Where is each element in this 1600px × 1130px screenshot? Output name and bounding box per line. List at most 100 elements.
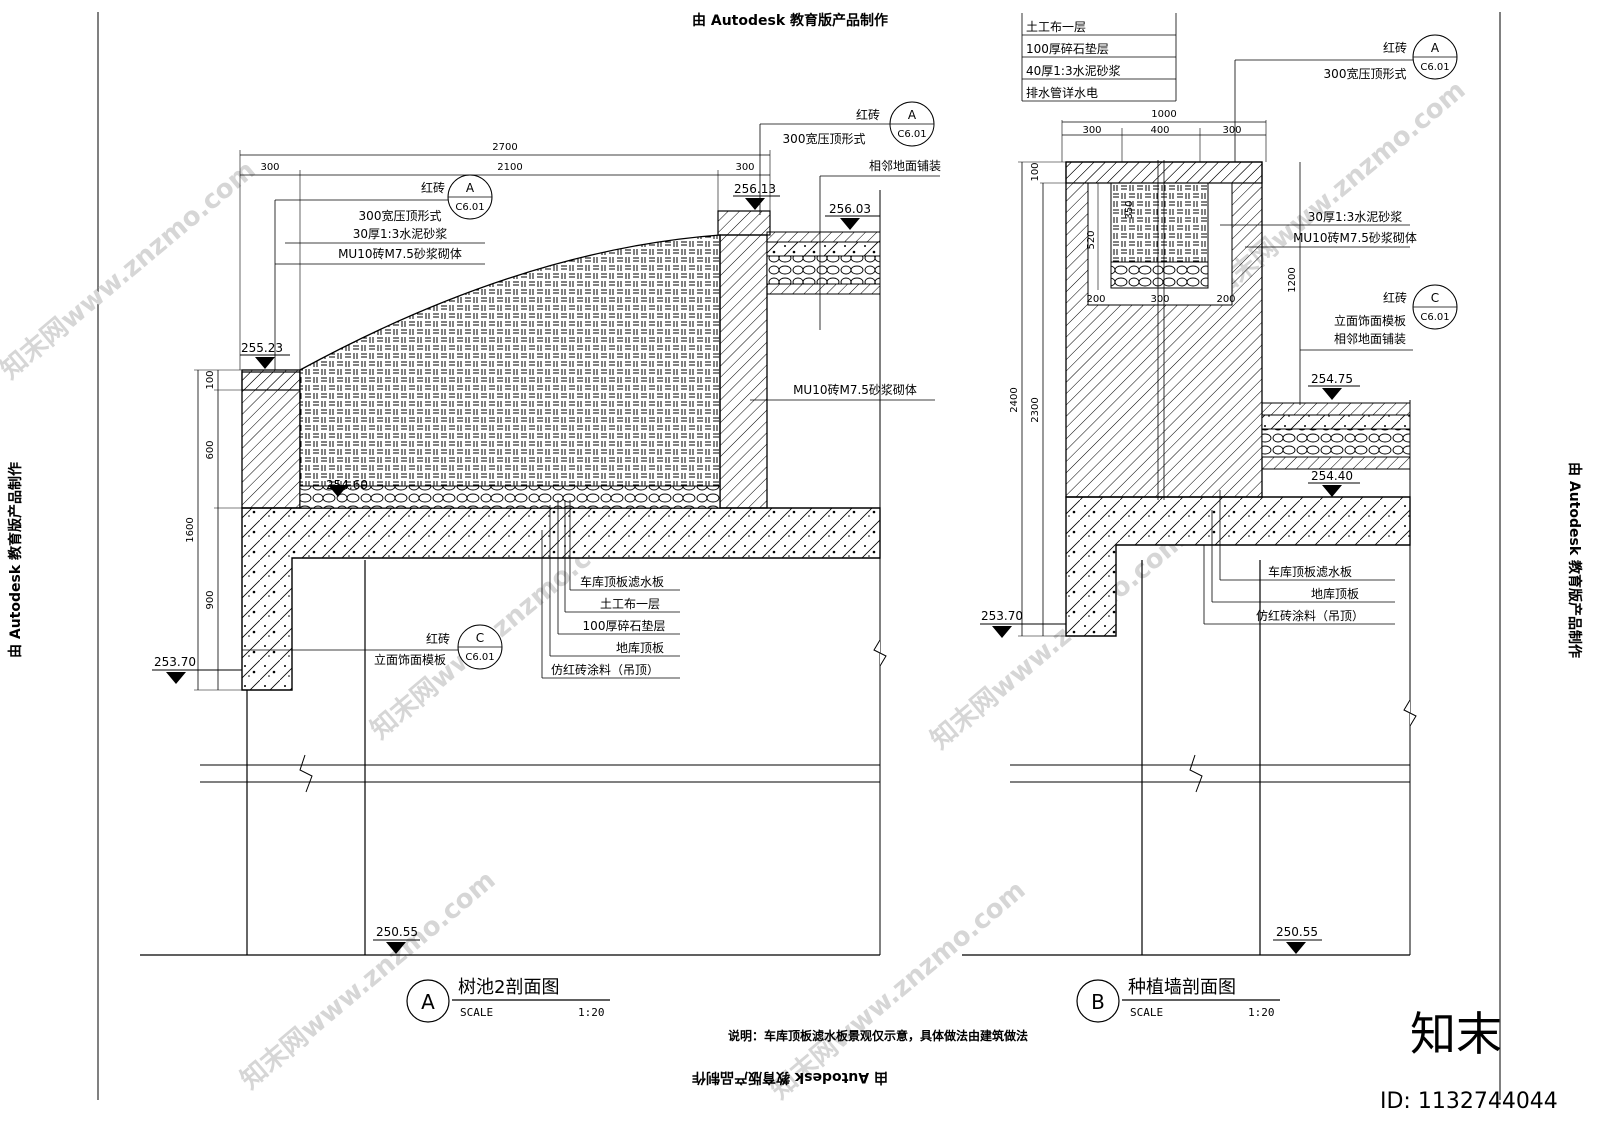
svg-text:350: 350 xyxy=(1124,200,1135,219)
svg-text:253.70: 253.70 xyxy=(981,609,1023,623)
svg-text:40厚1:3水泥砂浆: 40厚1:3水泥砂浆 xyxy=(1026,63,1121,78)
svg-text:100厚碎石垫层: 100厚碎石垫层 xyxy=(1026,41,1109,56)
svg-text:排水管详水电: 排水管详水电 xyxy=(1026,85,1098,100)
svg-text:30厚1:3水泥砂浆: 30厚1:3水泥砂浆 xyxy=(353,226,448,241)
svg-text:红砖: 红砖 xyxy=(426,631,450,646)
edu-stamp-right: 由 Autodesk 教育版产品制作 xyxy=(1566,462,1583,658)
svg-text:C: C xyxy=(1431,291,1439,305)
svg-text:300宽压顶形式: 300宽压顶形式 xyxy=(359,208,442,223)
svg-text:C6.01: C6.01 xyxy=(1420,312,1449,323)
svg-text:红砖: 红砖 xyxy=(1383,40,1407,55)
svg-text:300宽压顶形式: 300宽压顶形式 xyxy=(783,131,866,146)
svg-text:2300: 2300 xyxy=(1030,397,1041,422)
dim-h100: 100 xyxy=(205,370,216,389)
svg-text:地库顶板: 地库顶板 xyxy=(616,640,664,655)
left-wall xyxy=(241,369,301,509)
elevation-marker: 254.60 xyxy=(326,478,368,497)
edu-stamp-bottom: 由 Autodesk 教育版产品制作 xyxy=(692,1069,888,1086)
svg-text:300: 300 xyxy=(1150,294,1169,305)
brand-watermark: 知末 xyxy=(1410,1007,1502,1061)
svg-text:250.55: 250.55 xyxy=(1276,925,1318,939)
edu-stamp-top: 由 Autodesk 教育版产品制作 xyxy=(692,12,888,29)
dim-h600: 600 xyxy=(205,440,216,459)
coping xyxy=(717,210,771,236)
svg-text:土工布一层: 土工布一层 xyxy=(1026,20,1086,34)
svg-text:300: 300 xyxy=(1222,125,1241,136)
elevation-marker: 250.55 xyxy=(1273,925,1322,954)
watermark-text: 知末网www.znzmo.com xyxy=(925,525,1191,755)
callout-facade: C C6.01 红砖 立面饰面模板 相邻地面铺装 xyxy=(1300,284,1458,351)
elevation-marker: 253.70 xyxy=(980,609,1066,638)
svg-text:200: 200 xyxy=(1086,294,1105,305)
svg-text:1200: 1200 xyxy=(1287,267,1298,292)
svg-text:254.40: 254.40 xyxy=(1311,469,1353,483)
svg-text:400: 400 xyxy=(1150,125,1169,136)
svg-text:2400: 2400 xyxy=(1009,387,1020,412)
svg-text:SCALE: SCALE xyxy=(1130,1006,1163,1019)
svg-text:253.70: 253.70 xyxy=(154,655,196,669)
edu-stamp-left: 由 Autodesk 教育版产品制作 xyxy=(7,462,24,658)
svg-text:C6.01: C6.01 xyxy=(465,652,494,663)
svg-text:520: 520 xyxy=(1086,230,1097,249)
section-symbol: A xyxy=(421,990,435,1014)
label-mortar30: 30厚1:3水泥砂浆 xyxy=(1308,209,1403,224)
title-block-a: A 树池2剖面图 SCALE 1:20 xyxy=(406,977,610,1023)
title-block-b: B 种植墙剖面图 SCALE 1:20 xyxy=(1076,977,1280,1023)
svg-text:256.03: 256.03 xyxy=(829,202,871,216)
svg-text:300: 300 xyxy=(1082,125,1101,136)
svg-text:C: C xyxy=(476,631,484,645)
elevation-marker: 254.40 xyxy=(1308,469,1360,497)
section-b: 1000 300 400 300 200 300 200 520 350 100… xyxy=(962,13,1458,1023)
svg-text:1:20: 1:20 xyxy=(578,1006,605,1019)
section-a: 2700 300 2100 300 100 600 900 1600 255.2… xyxy=(140,101,941,1023)
dim-right: 300 xyxy=(735,162,754,173)
label-masonry: MU10砖M7.5砂浆砌体 xyxy=(1293,230,1417,245)
svg-text:红砖: 红砖 xyxy=(1383,290,1407,305)
svg-text:立面饰面模板: 立面饰面模板 xyxy=(374,652,446,667)
svg-text:250.55: 250.55 xyxy=(376,925,418,939)
svg-text:C6.01: C6.01 xyxy=(897,129,926,140)
section-title: 种植墙剖面图 xyxy=(1128,977,1236,998)
svg-text:立面饰面模板: 立面饰面模板 xyxy=(1334,313,1406,328)
layer-labels-top: 土工布一层 100厚碎石垫层 40厚1:3水泥砂浆 排水管详水电 xyxy=(1021,13,1177,102)
svg-text:仿红砖涂料（吊顶）: 仿红砖涂料（吊顶） xyxy=(551,662,659,677)
drawing-note: 说明：车库顶板滤水板景观仅示意，具体做法由建筑做法 xyxy=(728,1028,1028,1043)
callout-facade: C C6.01 红砖 立面饰面模板 xyxy=(242,624,503,670)
svg-text:仿红砖涂料（吊顶）: 仿红砖涂料（吊顶） xyxy=(1256,608,1364,623)
svg-text:100厚碎石垫层: 100厚碎石垫层 xyxy=(583,618,666,633)
dim-mid: 2100 xyxy=(497,162,522,173)
watermark-text: 知末网www.znzmo.com xyxy=(0,155,261,385)
section-title: 树池2剖面图 xyxy=(458,977,559,998)
svg-text:车库顶板滤水板: 车库顶板滤水板 xyxy=(1268,564,1352,579)
svg-text:300宽压顶形式: 300宽压顶形式 xyxy=(1324,66,1407,81)
dim-h900: 900 xyxy=(205,590,216,609)
callout-cap: A C6.01 红砖 300宽压顶形式 xyxy=(1234,34,1458,162)
svg-text:256.13: 256.13 xyxy=(734,182,776,196)
svg-text:MU10砖M7.5砂浆砌体: MU10砖M7.5砂浆砌体 xyxy=(338,246,462,261)
svg-text:200: 200 xyxy=(1216,294,1235,305)
dim-h1600: 1600 xyxy=(185,517,196,542)
svg-text:车库顶板滤水板: 车库顶板滤水板 xyxy=(580,574,664,589)
svg-text:254.75: 254.75 xyxy=(1311,372,1353,386)
svg-text:相邻地面铺装: 相邻地面铺装 xyxy=(1334,332,1406,346)
svg-text:C6.01: C6.01 xyxy=(455,202,484,213)
label-masonry-right: MU10砖M7.5砂浆砌体 xyxy=(793,382,917,397)
svg-text:红砖: 红砖 xyxy=(421,180,445,195)
svg-text:SCALE: SCALE xyxy=(460,1006,493,1019)
svg-text:地库顶板: 地库顶板 xyxy=(1311,586,1359,601)
dim-total: 1000 xyxy=(1151,109,1176,120)
elevation-marker: 256.03 xyxy=(825,202,880,230)
right-wall xyxy=(719,234,768,509)
svg-text:1:20: 1:20 xyxy=(1248,1006,1275,1019)
svg-text:A: A xyxy=(466,181,475,195)
svg-text:C6.01: C6.01 xyxy=(1420,62,1449,73)
svg-text:A: A xyxy=(908,108,917,122)
planting-soil xyxy=(299,234,721,509)
svg-text:100: 100 xyxy=(1030,162,1041,181)
callout-cap-left: A C6.01 红砖 300宽压顶形式 30厚1:3水泥砂浆 MU10砖M7.5… xyxy=(274,174,493,370)
id-watermark: ID: 1132744044 xyxy=(1380,1089,1558,1114)
label-adj-paving: 相邻地面铺装 xyxy=(869,159,941,173)
elevation-marker: 256.13 xyxy=(733,182,780,210)
layer-labels: 车库顶板滤水板 土工布一层 100厚碎石垫层 地库顶板 仿红砖涂料（吊顶） xyxy=(541,500,680,679)
